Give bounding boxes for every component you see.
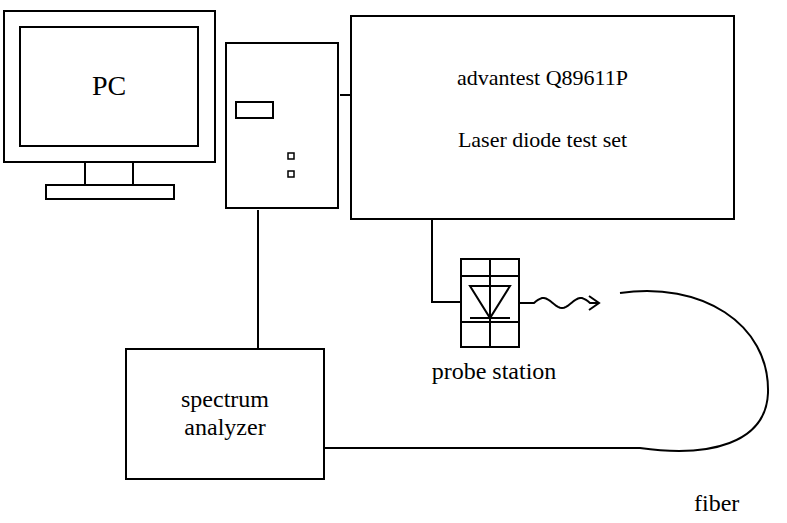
probe-station-label: probe station xyxy=(432,358,557,385)
diode-cathode xyxy=(470,317,510,319)
instrument-label: advantest Q89611P xyxy=(457,65,628,90)
diode-lead xyxy=(489,260,491,346)
diode-triangle xyxy=(470,286,510,318)
probe-station: probe station xyxy=(460,258,520,348)
computer: PC xyxy=(3,10,340,210)
analyzer-box: spectrum analyzer xyxy=(125,348,325,480)
monitor-screen xyxy=(20,27,198,146)
screen-area: PC xyxy=(21,28,197,145)
monitor-frame xyxy=(4,11,215,162)
cable xyxy=(432,220,460,302)
cable xyxy=(257,210,259,348)
diode-symbol xyxy=(462,260,518,346)
drive-slot xyxy=(236,102,273,118)
tower-button xyxy=(288,153,294,159)
optical-fiber xyxy=(325,291,768,451)
monitor-neck xyxy=(85,162,133,185)
test-set-box: advantest Q89611P Laser diode test set xyxy=(350,15,735,220)
fiber-label: fiber xyxy=(694,490,739,517)
light-arrowhead xyxy=(589,296,599,310)
tower-button xyxy=(288,171,294,177)
instrument-label: Laser diode test set xyxy=(458,127,627,152)
monitor-base xyxy=(46,185,174,199)
cable xyxy=(340,94,350,96)
computer-drawing xyxy=(3,10,340,210)
analyzer-label: spectrum analyzer xyxy=(167,386,283,441)
pc-label: PC xyxy=(92,70,126,102)
pc-tower xyxy=(226,43,338,208)
